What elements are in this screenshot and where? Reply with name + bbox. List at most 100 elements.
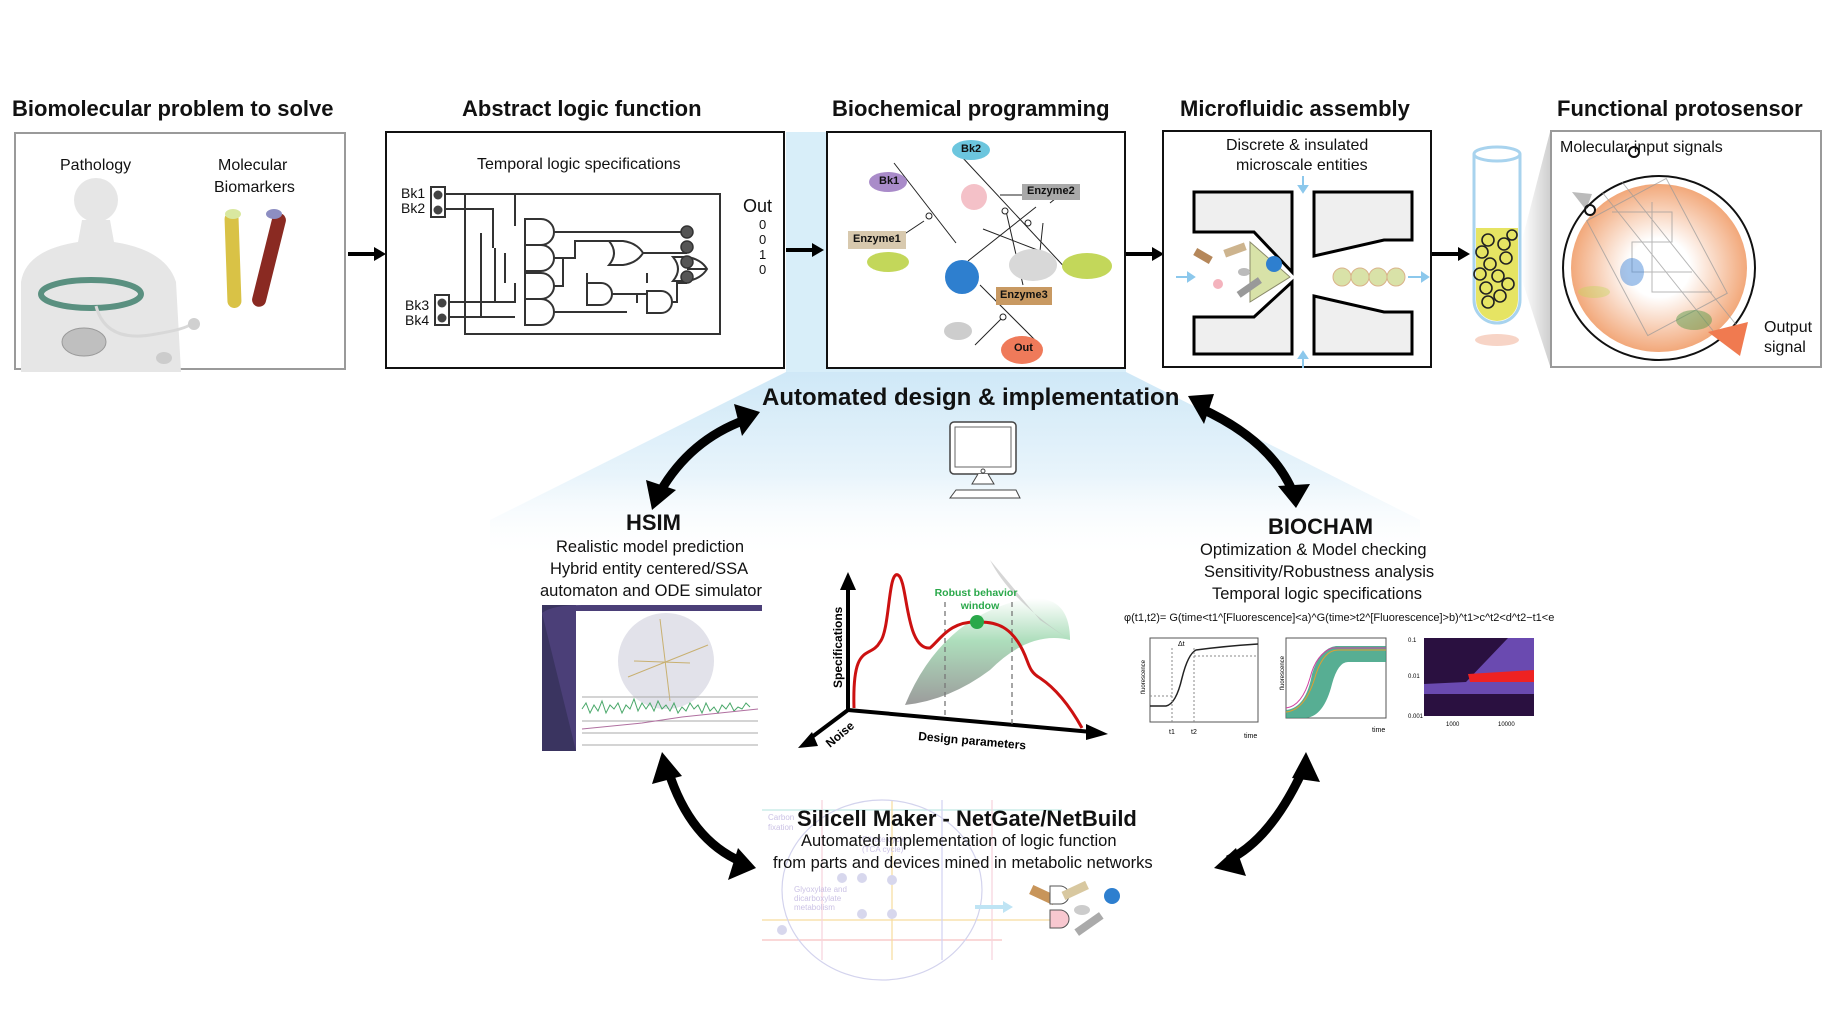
biomarker-tubes-icon (224, 209, 286, 308)
heat-x-10000: 10000 (1498, 722, 1515, 728)
logic-parts-icon (1029, 880, 1120, 936)
node-out-label: Out (1014, 342, 1033, 354)
robust-window-label-2: window (960, 600, 1000, 612)
output-signal-label-line1: Output (1764, 319, 1813, 336)
node-pink (961, 184, 987, 210)
flow-arrow-3 (1126, 247, 1164, 261)
bg-label-citrate: Citrate cycle (862, 835, 907, 844)
x-axis-label: Design parameters (918, 729, 1027, 752)
node-gray-small (944, 322, 972, 340)
plot1-t2: t2 (1191, 729, 1197, 736)
logic-circuit-diagram (430, 186, 721, 335)
reaction-network-diagram (893, 156, 1071, 346)
biomarkers-label-line2: Biomarkers (214, 179, 295, 196)
biocham-plot-fluorescence: t1 t2 Δt time fluorescence (1141, 637, 1259, 740)
hsim-line-1: Realistic model prediction (556, 538, 745, 556)
computer-icon (949, 421, 1021, 499)
biochem-panel: Bk2 Bk1 Enzyme2 Enzyme1 Enzyme3 Out (826, 131, 1126, 369)
bg-label-glyoxylate: Glyoxylate and (794, 885, 847, 894)
bg-label-metabolism: metabolism (794, 903, 835, 912)
biocham-line-3: Temporal logic specifications (1212, 585, 1423, 603)
input-signals-label: Molecular input signals (1560, 139, 1723, 156)
input-bk4: Bk4 (405, 312, 430, 328)
arrow-center-hsim (656, 415, 747, 495)
input-bk1: Bk1 (401, 185, 426, 201)
bg-label-fixation: fixation (768, 823, 793, 832)
node-green-left (867, 252, 909, 272)
node-bk1-label: Bk1 (879, 175, 900, 187)
input-bk3: Bk3 (405, 297, 430, 313)
temporal-logic-formula: φ(t1,t2)= G(time<t1^[Fluorescence]<a)^G(… (1124, 612, 1555, 624)
plot1-xlabel: time (1244, 733, 1257, 740)
biomarkers-label-line1: Molecular (218, 157, 288, 174)
node-bk2 (952, 140, 990, 160)
stethoscope-icon (38, 277, 200, 364)
plot1-delta: Δt (1178, 641, 1185, 648)
y-axis-label: Specifications (831, 606, 845, 688)
arrow-center-biocham (1198, 403, 1297, 492)
biocham-plot-heatmap: 0.1 0.01 0.001 1000 10000 (1408, 638, 1534, 728)
output-signal-label-line2: signal (1764, 339, 1806, 356)
silicell-line-2: from parts and devices mined in metaboli… (773, 854, 1153, 872)
plot2-xlabel: time (1372, 727, 1385, 734)
heat-y-0.1: 0.1 (1408, 638, 1417, 644)
robust-window-label-1: Robust behavior (935, 587, 1018, 599)
metabolic-network-background: Carbon fixation Citrate cycle (TCA cycle… (762, 799, 1062, 981)
robustness-landscape-diagram: Robust behavior window Specifications De… (798, 560, 1108, 752)
hsim-simulator-screenshot (542, 605, 762, 751)
input-bk2: Bk2 (401, 200, 426, 216)
arrow-biocham-silicell (1225, 770, 1307, 865)
patient-silhouette-icon (21, 178, 181, 372)
microfluidic-panel: Discrete & insulated microscale entities (1162, 130, 1432, 368)
pathology-label: Pathology (60, 157, 132, 174)
flow-arrow-4 (1432, 247, 1470, 261)
heat-y-0.01: 0.01 (1408, 674, 1420, 680)
microfluidic-label-line2: microscale entities (1236, 157, 1368, 174)
microfluidic-chip-diagram (1176, 176, 1430, 368)
node-enzyme2: Enzyme2 (1022, 184, 1080, 200)
output-bit-2: 0 (759, 232, 767, 247)
zoom-wedge (1522, 132, 1550, 366)
biocham-line-2: Sensitivity/Robustness analysis (1204, 563, 1435, 581)
flow-arrow-2 (786, 243, 824, 257)
test-tube-with-droplets-icon (1472, 145, 1522, 346)
microfluidic-label-line1: Discrete & insulated (1226, 137, 1369, 154)
stage-title-problem: Biomolecular problem to solve (12, 96, 334, 121)
logic-panel: Temporal logic specifications Bk1 Bk2 Bk… (385, 131, 785, 369)
stage-title-logic: Abstract logic function (462, 96, 702, 121)
output-label: Out (743, 196, 773, 216)
stage-title-microfluidic: Microfluidic assembly (1180, 96, 1410, 121)
plot1-ylabel: fluorescence (1141, 659, 1147, 694)
bg-label-dicarboxylate: dicarboxylate (794, 894, 842, 903)
node-blue (945, 260, 979, 294)
protosensor-panel: Molecular input signals Output signal (1550, 130, 1822, 368)
node-bk2-label: Bk2 (961, 143, 982, 155)
arrow-hsim-silicell (663, 768, 744, 867)
problem-panel: Pathology Molecular Biomarkers (14, 132, 346, 372)
output-bit-4: 0 (759, 262, 767, 277)
plot1-t1: t1 (1169, 729, 1175, 736)
node-enzyme3: Enzyme3 (996, 287, 1052, 305)
biocham-plot-ensemble: time fluorescence (1280, 637, 1387, 734)
hsim-line-2: Hybrid entity centered/SSA (550, 560, 749, 578)
hsim-line-3: automaton and ODE simulator (540, 582, 762, 600)
plot2-ylabel: fluorescence (1280, 655, 1286, 690)
node-bk1 (869, 172, 907, 192)
biocham-line-1: Optimization & Model checking (1200, 541, 1427, 559)
heat-x-1000: 1000 (1446, 722, 1460, 728)
node-green-right (1062, 253, 1112, 279)
bg-label-tca: (TCA cycle) (862, 845, 904, 854)
automated-design-title: Automated design & implementation (762, 384, 1180, 411)
node-gray-large (1009, 249, 1057, 281)
bg-label-carbon: Carbon (768, 813, 794, 822)
output-bit-3: 1 (759, 247, 767, 262)
stage-title-biochem: Biochemical programming (832, 96, 1110, 121)
protocell-diagram (1562, 146, 1756, 361)
extraction-arrow-icon (975, 901, 1013, 913)
silicell-title: Silicell Maker - NetGate/NetBuild (797, 806, 1137, 831)
output-bit-1: 0 (759, 217, 767, 232)
stage-title-protosensor: Functional protosensor (1557, 96, 1803, 121)
heat-y-0.001: 0.001 (1408, 714, 1424, 720)
node-out (1001, 336, 1043, 364)
